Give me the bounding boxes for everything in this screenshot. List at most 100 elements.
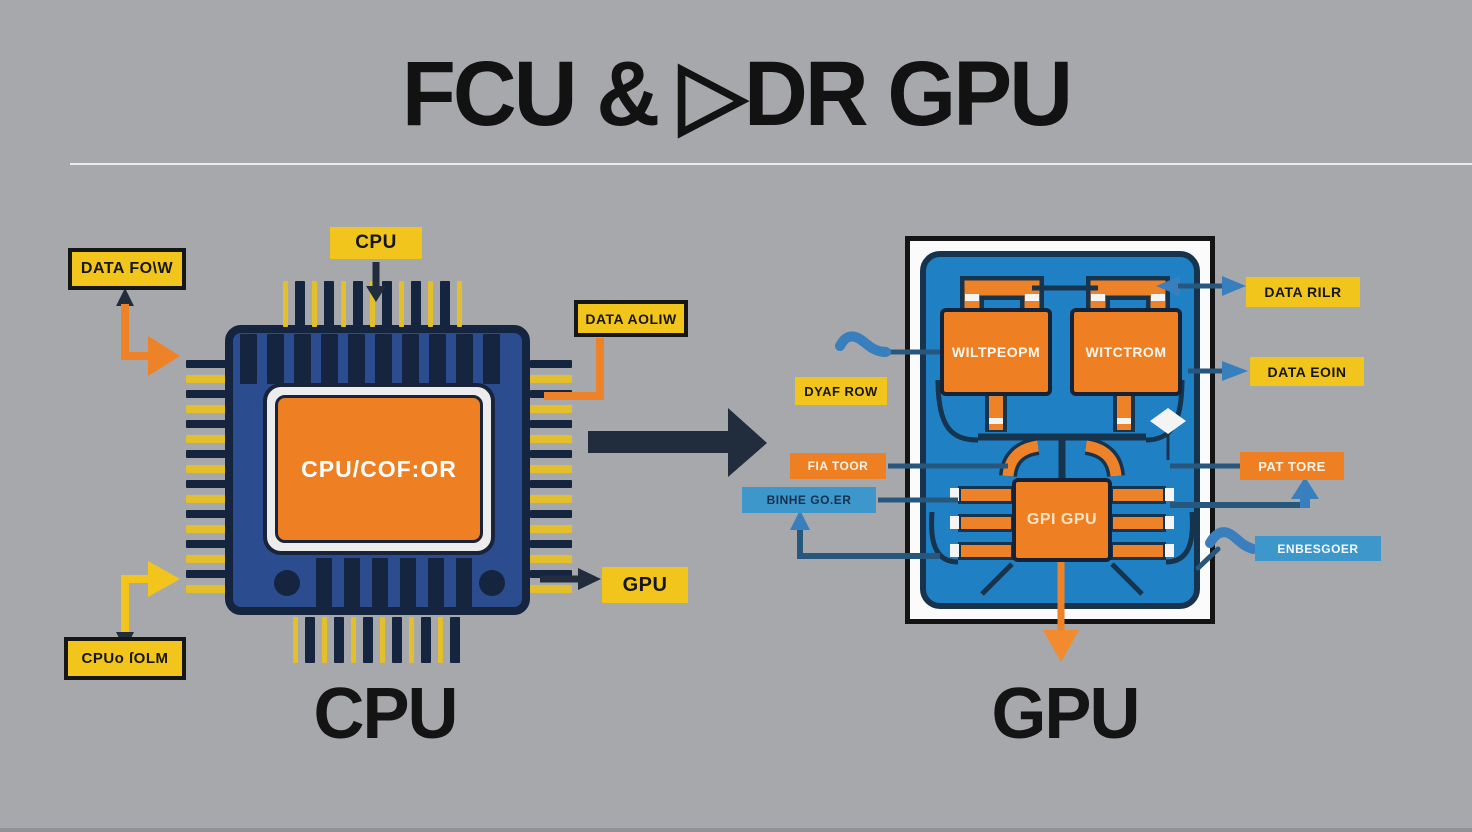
cpu-die: CPU/COF:OR	[275, 395, 483, 543]
gpu-caption: GPU	[991, 674, 1140, 754]
pin	[316, 558, 332, 608]
label-binhe-goer: BINHE GO.ER	[742, 487, 876, 513]
pin	[428, 558, 444, 608]
pin	[530, 555, 572, 563]
pin	[321, 334, 338, 384]
label-data-flow: DATA FO\W	[68, 248, 186, 290]
label-fia-toor-text: FIA TOOR	[807, 459, 869, 473]
pin	[450, 617, 460, 663]
pin	[267, 334, 284, 384]
pin	[375, 334, 392, 384]
pin	[186, 480, 228, 488]
pin	[429, 334, 446, 384]
pin	[324, 281, 334, 327]
pin	[322, 617, 327, 663]
pin	[530, 510, 572, 518]
cpu-bottom-pins	[293, 617, 460, 663]
pin	[370, 281, 375, 327]
pin	[421, 617, 431, 663]
label-enbesgoer: ENBESGOER	[1255, 536, 1381, 561]
pin	[348, 334, 365, 384]
pin	[392, 617, 402, 663]
pin	[456, 334, 473, 384]
cpu-die-frame: CPU/COF:OR	[263, 383, 495, 555]
pin	[400, 558, 416, 608]
pin	[440, 281, 450, 327]
gpu-block-right-text: WITCTROM	[1085, 344, 1167, 360]
pin	[341, 281, 346, 327]
pin	[483, 334, 500, 384]
pin	[530, 465, 572, 473]
cpu-left-pins	[186, 360, 228, 593]
data-flow-arrow	[116, 288, 180, 376]
pin	[186, 495, 228, 503]
pin	[240, 334, 257, 384]
pin	[186, 390, 228, 398]
label-pat-tore: PAT TORE	[1240, 452, 1344, 480]
pin	[186, 465, 228, 473]
pin	[344, 558, 360, 608]
pin	[530, 405, 572, 413]
pin	[186, 540, 228, 548]
cpu-die-label: CPU/COF:OR	[301, 455, 457, 482]
pin	[186, 420, 228, 428]
pin	[186, 510, 228, 518]
label-data-rilr-text: DATA RILR	[1264, 284, 1342, 300]
pin	[293, 617, 298, 663]
pin	[530, 540, 572, 548]
pin	[411, 281, 421, 327]
pin	[530, 525, 572, 533]
pin	[530, 360, 572, 368]
pin	[186, 570, 228, 578]
label-binhe-goer-text: BINHE GO.ER	[766, 493, 852, 507]
label-gpu-right: GPU	[602, 567, 688, 603]
pin	[428, 281, 433, 327]
label-gpu-right-text: GPU	[622, 573, 668, 596]
pin	[351, 617, 356, 663]
cpu-right-pins	[530, 360, 572, 593]
cpu-top-pins	[283, 281, 462, 327]
pin	[530, 375, 572, 383]
cpu-corner-dot-right	[479, 570, 505, 596]
pin	[530, 390, 572, 398]
pin	[283, 281, 288, 327]
pin	[186, 360, 228, 368]
pin	[372, 558, 388, 608]
label-cpu-top: CPU	[330, 227, 422, 259]
label-pat-tore-text: PAT TORE	[1258, 458, 1326, 474]
label-dyaf-row-text: DYAF ROW	[804, 383, 878, 399]
pin	[186, 405, 228, 413]
label-data-flow-text: DATA FO\W	[80, 260, 174, 277]
label-cpu-olm: CPUo ſOLM	[64, 637, 186, 680]
pin	[530, 495, 572, 503]
cpu-inner-bottom-slots	[316, 558, 476, 608]
label-dyaf-row: DYAF ROW	[795, 377, 887, 405]
label-data-eoin-text: DATA EOIN	[1267, 363, 1347, 380]
pin	[186, 435, 228, 443]
gpu-block-right: WITCTROM	[1070, 308, 1182, 396]
pin	[295, 281, 305, 327]
gpu-block-left-text: WILTPEOPM	[951, 344, 1041, 360]
label-data-rilr: DATA RILR	[1246, 277, 1360, 307]
pin	[312, 281, 317, 327]
pin	[186, 525, 228, 533]
pin	[409, 617, 414, 663]
pin	[530, 435, 572, 443]
title-divider	[70, 163, 1472, 165]
pin	[530, 480, 572, 488]
cpu-caption: CPU	[313, 674, 458, 754]
cpu-to-gpu-main-arrow	[588, 408, 767, 477]
pin	[399, 281, 404, 327]
gpu-block-center: GPI GPU	[1012, 478, 1112, 562]
bottom-edge	[0, 828, 1472, 832]
label-enbesgoer-text: ENBESGOER	[1277, 541, 1359, 556]
pin	[186, 555, 228, 563]
pin	[380, 617, 385, 663]
label-cpu-top-text: CPU	[355, 232, 397, 253]
pin	[334, 617, 344, 663]
page-title: FCU & ▷DR GPU	[401, 43, 1073, 145]
pin	[530, 585, 572, 593]
pin	[438, 617, 443, 663]
cpu-corner-dot-left	[274, 570, 300, 596]
